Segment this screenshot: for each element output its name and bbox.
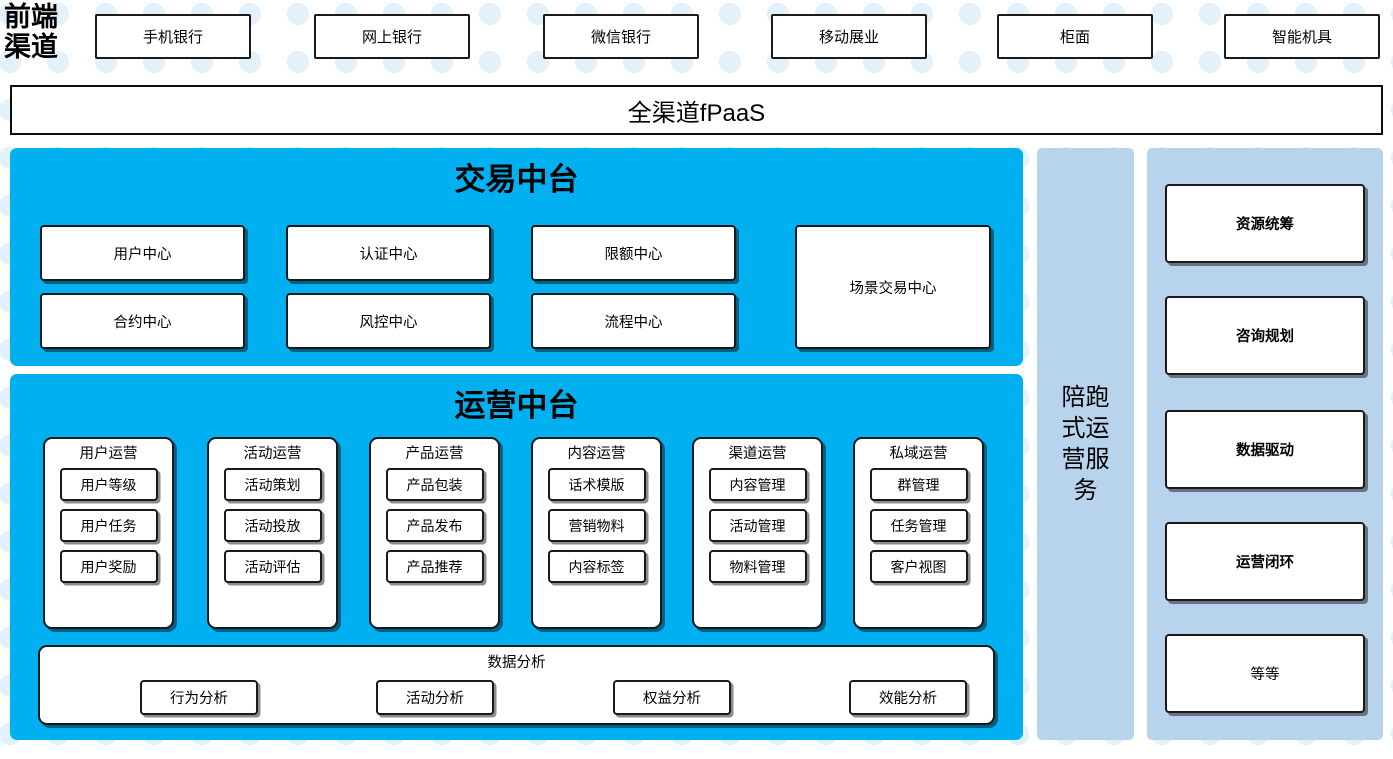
ops-column: 渠道运营内容管理活动管理物料管理 bbox=[692, 437, 823, 629]
channel-label: 智能机具 bbox=[1271, 29, 1332, 46]
ops-chip: 产品推荐 bbox=[385, 550, 484, 583]
capability-card-label: 运营闭环 bbox=[1236, 555, 1294, 571]
capability-card-label: 咨询规划 bbox=[1236, 329, 1294, 345]
capability-card: 数据驱动 bbox=[1165, 410, 1365, 489]
capability-card: 资源统筹 bbox=[1165, 184, 1365, 263]
channel-box: 柜面 bbox=[997, 14, 1153, 59]
ops-column-title: 活动运营 bbox=[243, 446, 302, 462]
channel-box: 网上银行 bbox=[314, 14, 470, 59]
ops-chip: 群管理 bbox=[869, 468, 968, 501]
ops-column-title: 用户运营 bbox=[79, 446, 138, 462]
trade-card-label: 风控中心 bbox=[359, 314, 418, 331]
capability-card: 咨询规划 bbox=[1165, 296, 1365, 375]
ops-chip: 内容标签 bbox=[547, 550, 646, 583]
trade-card-label: 合约中心 bbox=[113, 314, 172, 331]
data-analysis-box: 数据分析 行为分析 活动分析 权益分析 效能分析 bbox=[38, 645, 995, 725]
ops-chip: 任务管理 bbox=[869, 509, 968, 542]
channel-box: 智能机具 bbox=[1224, 14, 1380, 59]
channel-box: 微信银行 bbox=[543, 14, 699, 59]
ops-column: 内容运营话术模版营销物料内容标签 bbox=[531, 437, 662, 629]
trade-card-label: 用户中心 bbox=[113, 246, 172, 263]
channel-box: 手机银行 bbox=[95, 14, 251, 59]
ops-chip: 用户任务 bbox=[59, 509, 158, 542]
ops-column-title: 产品运营 bbox=[405, 446, 464, 462]
ops-column: 活动运营活动策划活动投放活动评估 bbox=[207, 437, 338, 629]
ops-chip: 活动投放 bbox=[223, 509, 322, 542]
ops-column-title: 内容运营 bbox=[567, 446, 626, 462]
trade-platform-title: 交易中台 bbox=[454, 162, 579, 197]
ops-chip: 活动策划 bbox=[223, 468, 322, 501]
analysis-chip: 权益分析 bbox=[613, 680, 731, 715]
fpaas-bar: 全渠道fPaaS bbox=[10, 85, 1383, 135]
data-analysis-title: 数据分析 bbox=[487, 655, 546, 671]
ops-chip: 产品包装 bbox=[385, 468, 484, 501]
ops-column: 私域运营群管理任务管理客户视图 bbox=[853, 437, 984, 629]
service-column-panel: 陪跑式运营服务 bbox=[1037, 148, 1134, 740]
ops-chip: 物料管理 bbox=[708, 550, 807, 583]
fpaas-label: 全渠道fPaaS bbox=[627, 99, 766, 127]
trade-card-label: 场景交易中心 bbox=[849, 280, 937, 297]
ops-chip: 活动评估 bbox=[223, 550, 322, 583]
channel-label: 网上银行 bbox=[361, 29, 422, 46]
capability-card-label: 等等 bbox=[1250, 667, 1280, 683]
capability-card-label: 数据驱动 bbox=[1236, 443, 1294, 459]
ops-chip: 活动管理 bbox=[708, 509, 807, 542]
ops-chip: 内容管理 bbox=[708, 468, 807, 501]
ops-chip: 话术模版 bbox=[547, 468, 646, 501]
analysis-chip: 行为分析 bbox=[140, 680, 258, 715]
trade-card: 合约中心 bbox=[40, 293, 245, 349]
ops-column: 产品运营产品包装产品发布产品推荐 bbox=[369, 437, 500, 629]
ops-chip: 用户奖励 bbox=[59, 550, 158, 583]
frontend-channel-label: 前端渠道 bbox=[4, 2, 58, 62]
ops-chip: 客户视图 bbox=[869, 550, 968, 583]
ops-chip: 营销物料 bbox=[547, 509, 646, 542]
trade-card: 风控中心 bbox=[286, 293, 491, 349]
ops-platform-title: 运营中台 bbox=[454, 388, 579, 423]
ops-chip: 用户等级 bbox=[59, 468, 158, 501]
service-column-label: 陪跑式运营服务 bbox=[1061, 384, 1110, 504]
trade-card: 认证中心 bbox=[286, 225, 491, 281]
channel-label: 移动展业 bbox=[818, 29, 879, 46]
channel-label: 柜面 bbox=[1059, 29, 1090, 46]
capability-card: 运营闭环 bbox=[1165, 522, 1365, 601]
channel-label: 微信银行 bbox=[590, 29, 651, 46]
trade-card: 用户中心 bbox=[40, 225, 245, 281]
analysis-chip: 效能分析 bbox=[849, 680, 967, 715]
trade-card: 限额中心 bbox=[531, 225, 736, 281]
capability-card: 等等 bbox=[1165, 634, 1365, 713]
trade-card-label: 流程中心 bbox=[604, 314, 663, 331]
right-capability-panel: 资源统筹咨询规划数据驱动运营闭环等等 bbox=[1147, 148, 1383, 740]
ops-column-title: 私域运营 bbox=[889, 446, 948, 462]
ops-chip: 产品发布 bbox=[385, 509, 484, 542]
capability-card-label: 资源统筹 bbox=[1236, 217, 1294, 233]
trade-card: 流程中心 bbox=[531, 293, 736, 349]
trade-card-label: 限额中心 bbox=[604, 246, 663, 263]
ops-column-title: 渠道运营 bbox=[728, 446, 787, 462]
analysis-chip: 活动分析 bbox=[376, 680, 494, 715]
channel-box: 移动展业 bbox=[771, 14, 927, 59]
trade-card-label: 认证中心 bbox=[359, 246, 418, 263]
ops-column: 用户运营用户等级用户任务用户奖励 bbox=[43, 437, 174, 629]
trade-card: 场景交易中心 bbox=[795, 225, 991, 349]
channel-label: 手机银行 bbox=[142, 29, 203, 46]
